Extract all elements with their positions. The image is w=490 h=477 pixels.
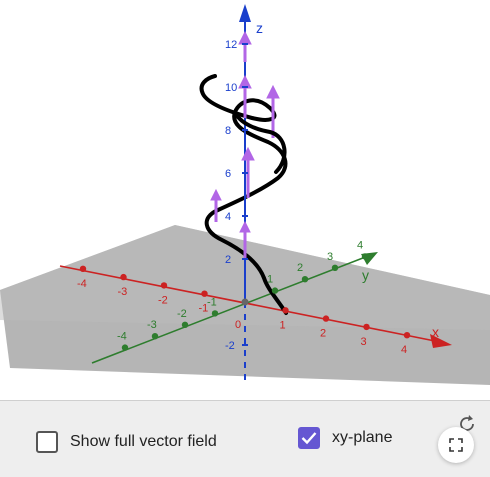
z-axis-arrow — [239, 4, 251, 22]
x-tick-point — [403, 332, 411, 339]
x-tick-point — [120, 273, 127, 281]
z-tick-label: 10 — [225, 82, 237, 94]
x-axis-label: x — [432, 324, 439, 340]
controls-bar: Show full vector field xy-plane — [0, 400, 490, 477]
z-tick-label: 2 — [225, 254, 231, 266]
z-tick-label: 4 — [225, 211, 231, 223]
origin-label: 0 — [235, 319, 241, 331]
y-tick-point — [331, 264, 339, 271]
y-tick-point — [121, 344, 129, 351]
reset-icon[interactable] — [456, 413, 478, 435]
checkmark-icon — [301, 432, 317, 445]
y-tick-label: 1 — [267, 274, 273, 286]
z-axis-ticks: -2 2 4 6 8 10 12 — [225, 39, 248, 352]
x-tick-label: -3 — [118, 286, 128, 298]
y-tick-point — [361, 253, 369, 260]
x-axis-arrow — [430, 334, 452, 348]
x-tick-label: 1 — [280, 319, 286, 331]
x-tick-point — [201, 290, 208, 297]
y-axis-line — [91, 255, 369, 364]
z-tick-label: 12 — [225, 39, 237, 51]
z-tick-label: 6 — [225, 168, 231, 180]
x-tick-label: -4 — [77, 278, 87, 290]
x-tick-point — [282, 307, 289, 314]
y-tick-point — [181, 321, 189, 328]
y-tick-label: -1 — [207, 296, 217, 308]
fullscreen-icon — [449, 438, 463, 452]
x-tick-label: 2 — [320, 328, 326, 340]
y-tick-point — [271, 287, 279, 294]
y-tick-label: 4 — [357, 239, 363, 251]
origin-point — [241, 298, 249, 306]
xy-plane-checkbox[interactable] — [298, 427, 320, 449]
x-tick-point — [79, 265, 87, 272]
vector-arrows — [210, 30, 280, 260]
x-tick-label: -2 — [158, 294, 168, 306]
fullscreen-button[interactable] — [438, 427, 474, 463]
show-full-vector-field-label: Show full vector field — [70, 433, 217, 450]
x-tick-label: -1 — [199, 303, 209, 315]
x-tick-point — [160, 282, 168, 289]
show-full-vector-field-checkbox[interactable] — [36, 431, 58, 453]
y-tick-label: -4 — [117, 331, 127, 343]
y-axis-ticks: -4 -3 -2 -1 1 2 3 4 — [117, 239, 369, 351]
show-full-vector-field-toggle[interactable]: Show full vector field — [36, 431, 217, 453]
y-tick-label: 2 — [297, 262, 303, 274]
z-axis-label: z — [256, 20, 263, 36]
xy-plane-toggle[interactable]: xy-plane — [298, 427, 392, 449]
x-tick-point — [363, 323, 370, 331]
y-tick-point — [211, 310, 219, 317]
helix-curve-front — [233, 110, 287, 174]
x-tick-point — [322, 315, 330, 322]
y-tick-label: -2 — [177, 308, 187, 320]
xy-plane-label: xy-plane — [332, 429, 393, 446]
z-tick-label: 8 — [225, 125, 231, 137]
y-axis-label: y — [362, 267, 369, 283]
y-tick-label: 3 — [327, 251, 333, 263]
x-tick-label: 4 — [401, 344, 407, 356]
y-tick-point — [301, 276, 309, 283]
x-tick-label: 3 — [361, 336, 367, 348]
y-tick-point — [151, 333, 159, 340]
z-tick-label: -2 — [225, 340, 235, 352]
y-tick-label: -3 — [147, 319, 157, 331]
